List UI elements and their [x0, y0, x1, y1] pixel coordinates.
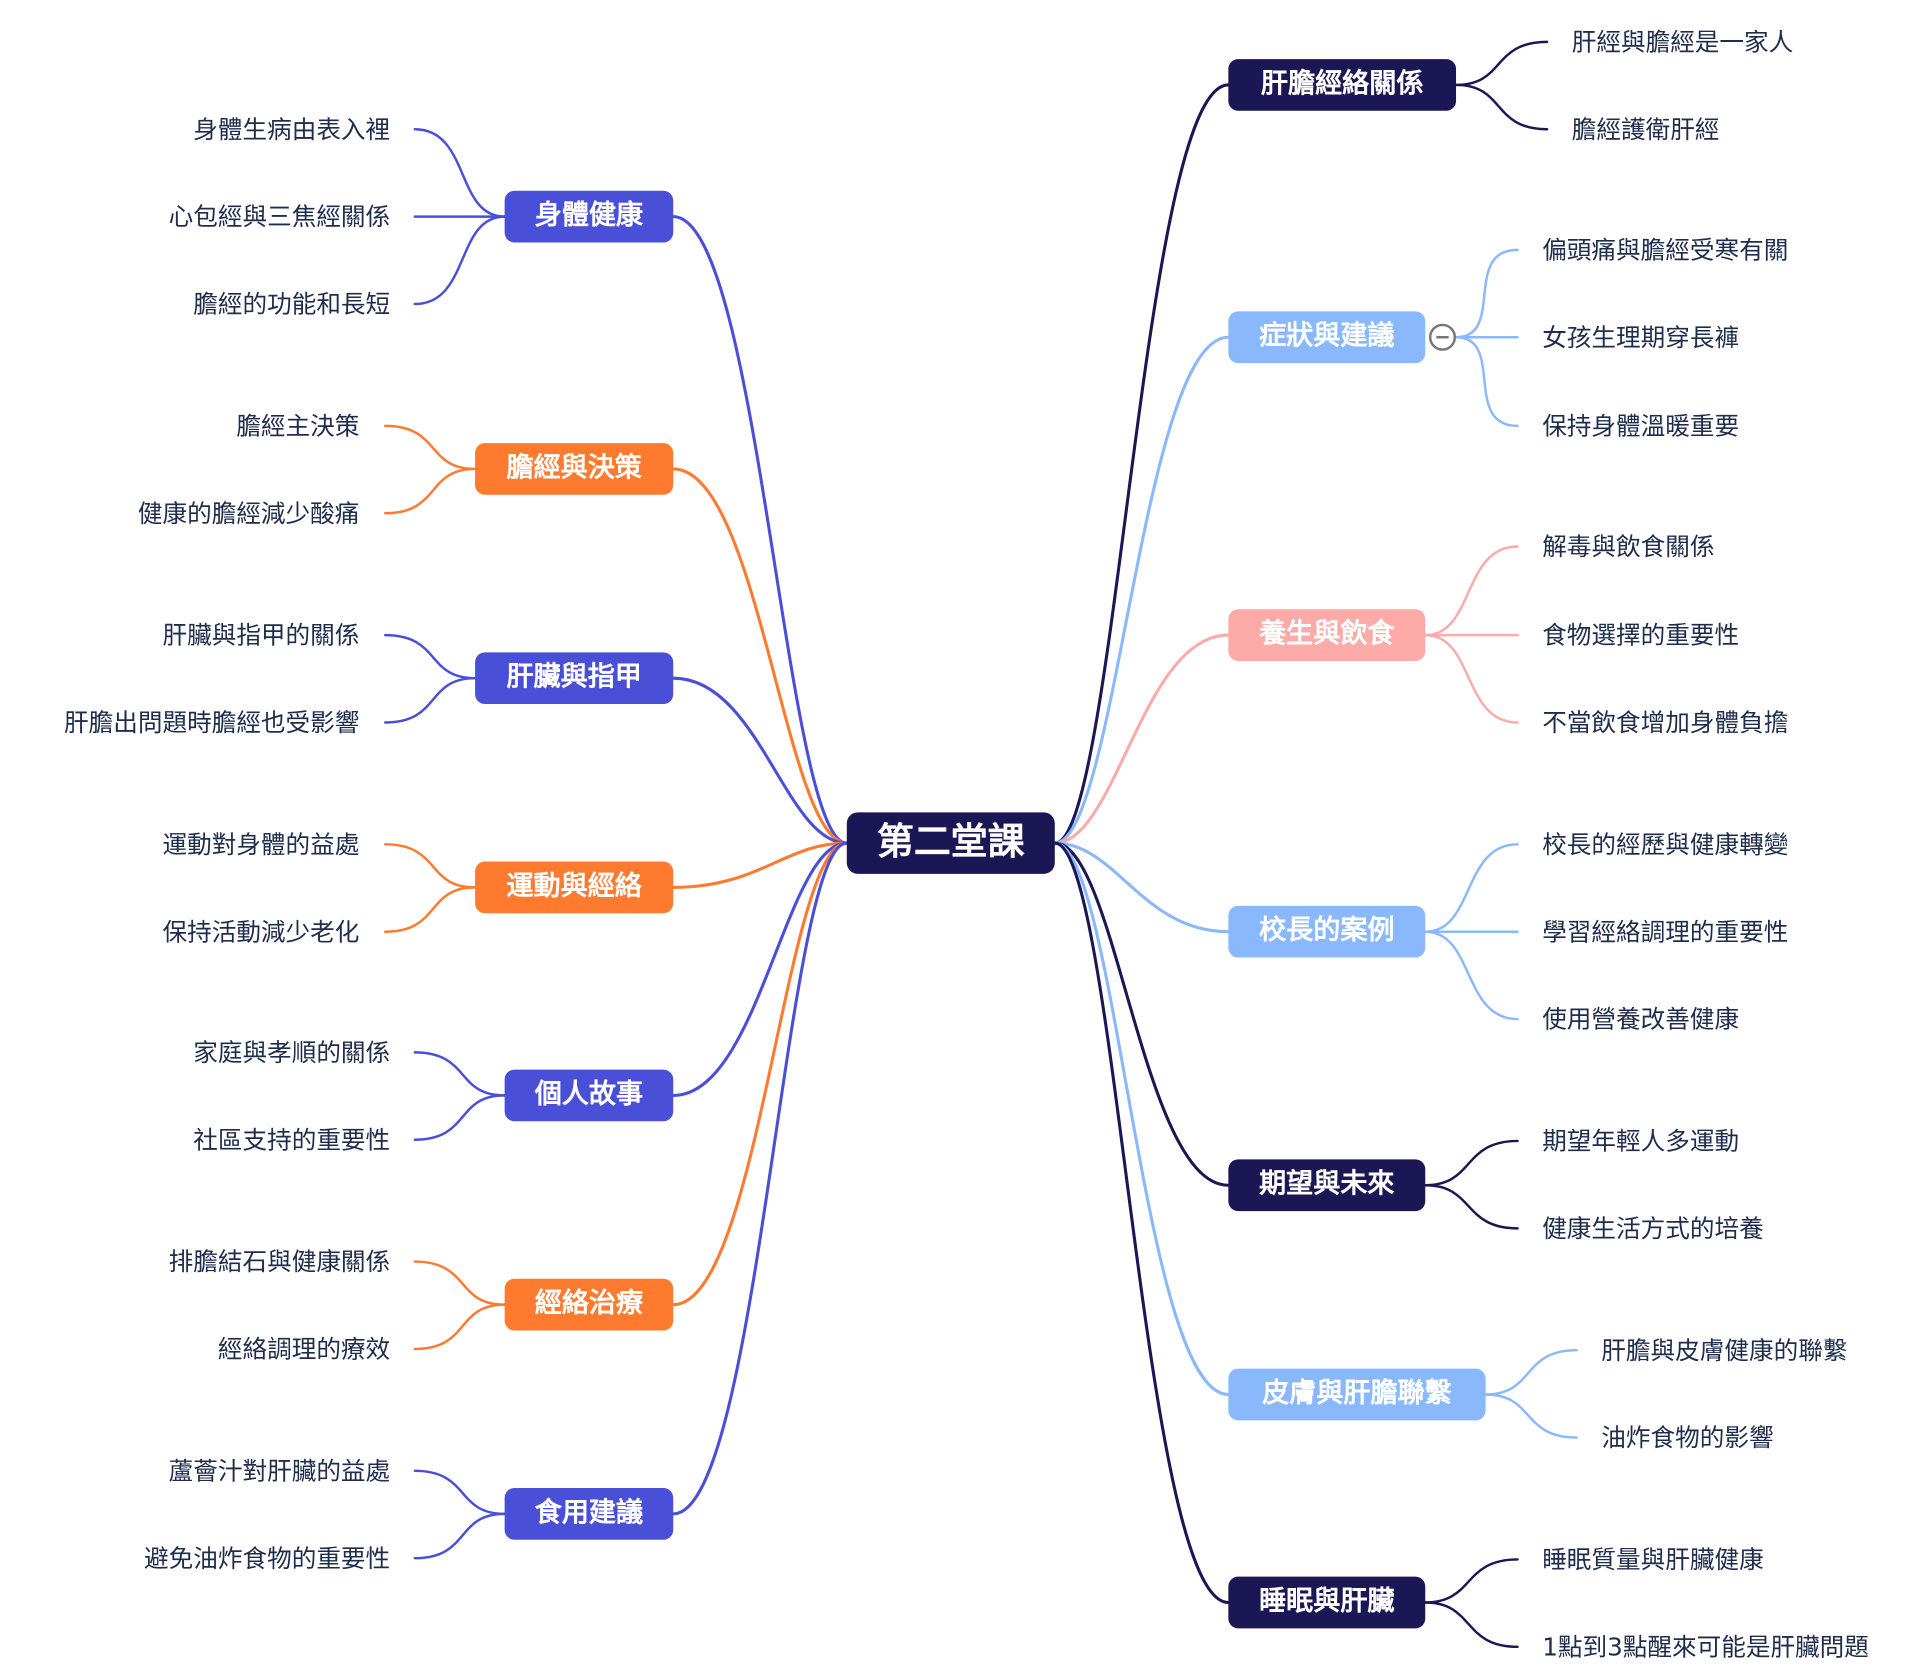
root-topic[interactable]: 第二堂課 — [846, 812, 1055, 874]
topic-node[interactable]: 肝臟與指甲 — [475, 652, 674, 705]
subtopic-label[interactable]: 肝膽出問題時膽經也受影響 — [64, 707, 360, 738]
child-connector — [413, 1051, 506, 1097]
branch-connector — [671, 841, 849, 1097]
branch-connector — [1053, 841, 1230, 934]
subtopic-label[interactable]: 家庭與孝順的關係 — [193, 1037, 391, 1068]
topic-node[interactable]: 運動與經絡 — [475, 861, 674, 914]
branch-connector — [671, 215, 849, 845]
subtopic-label[interactable]: 排膽結石與健康關係 — [168, 1246, 391, 1277]
subtopic-label[interactable]: 膽經的功能和長短 — [193, 289, 391, 319]
subtopic-label[interactable]: 油炸食物的影響 — [1601, 1422, 1774, 1453]
child-connector — [1424, 545, 1519, 637]
child-connector — [1484, 1348, 1578, 1396]
topic-node[interactable]: 身體健康 — [504, 190, 674, 243]
branch-connector — [671, 676, 849, 845]
subtopic-label[interactable]: 運動對身體的益處 — [162, 829, 360, 860]
subtopic-label[interactable]: 蘆薈汁對肝臟的益處 — [168, 1456, 391, 1486]
branch-connector — [671, 841, 849, 889]
child-connector — [1454, 83, 1549, 131]
topic-node[interactable]: 膽經與決策 — [475, 443, 674, 495]
subtopic-label[interactable]: 身體生病由表入裡 — [193, 114, 391, 145]
branch-connector — [1053, 841, 1230, 1187]
topic-node[interactable]: 食用建議 — [504, 1488, 674, 1540]
subtopic-label[interactable]: 解毒與飲食關係 — [1542, 531, 1715, 562]
child-connector — [1454, 40, 1549, 87]
subtopic-label[interactable]: 經絡調理的療效 — [217, 1334, 391, 1364]
topic-node[interactable]: 睡眠與肝臟 — [1228, 1576, 1426, 1629]
subtopic-label[interactable]: 保持活動減少老化 — [162, 916, 360, 947]
child-connector — [384, 843, 477, 889]
child-connector — [384, 467, 477, 515]
subtopic-label[interactable]: 健康生活方式的培養 — [1542, 1213, 1764, 1244]
topic-node[interactable]: 期望與未來 — [1228, 1159, 1426, 1212]
subtopic-label[interactable]: 肝經與膽經是一家人 — [1571, 27, 1794, 57]
branch-connector — [671, 841, 849, 1516]
topic-node[interactable]: 經絡治療 — [504, 1278, 674, 1331]
subtopic-label[interactable]: 校長的經歷與健康轉變 — [1542, 829, 1789, 860]
child-connector — [1424, 1139, 1519, 1187]
branch-connector — [1053, 83, 1230, 845]
child-connector — [1424, 1184, 1519, 1230]
child-connector — [413, 1303, 506, 1351]
child-connector — [1454, 248, 1519, 339]
subtopic-label[interactable]: 學習經絡調理的重要性 — [1542, 916, 1789, 947]
subtopic-label[interactable]: 健康的膽經減少酸痛 — [137, 498, 360, 529]
child-connector — [413, 215, 506, 306]
child-connector — [1424, 633, 1519, 724]
subtopic-label[interactable]: 社區支持的重要性 — [193, 1124, 391, 1155]
child-connector — [1484, 1393, 1578, 1439]
child-connector — [413, 128, 506, 218]
topic-node[interactable]: 肝膽經絡關係 — [1228, 59, 1457, 111]
child-connector — [413, 1512, 506, 1560]
topic-node[interactable]: 個人故事 — [504, 1069, 674, 1122]
subtopic-label[interactable]: 保持身體溫暖重要 — [1542, 411, 1740, 441]
topic-node[interactable]: 皮膚與肝膽聯繫 — [1228, 1368, 1486, 1421]
subtopic-label[interactable]: 不當飲食增加身體負擔 — [1542, 707, 1789, 738]
child-connector — [413, 1469, 506, 1516]
branch-connector — [671, 841, 849, 1307]
child-connector — [384, 886, 477, 933]
branch-connector — [1053, 841, 1230, 1397]
subtopic-label[interactable]: 食物選擇的重要性 — [1542, 620, 1740, 650]
child-connector — [413, 1260, 506, 1306]
branch-connector — [1053, 633, 1230, 845]
child-connector — [1424, 1558, 1519, 1604]
branch-connector — [1053, 841, 1230, 1605]
child-connector — [1454, 336, 1519, 428]
subtopic-label[interactable]: 偏頭痛與膽經受寒有關 — [1542, 235, 1789, 265]
child-connector — [1424, 1601, 1519, 1649]
child-connector — [413, 1094, 506, 1141]
child-connector — [384, 676, 477, 724]
branch-connector — [671, 467, 849, 845]
branch-connector — [1053, 335, 1230, 845]
subtopic-label[interactable]: 肝膽與皮膚健康的聯繫 — [1601, 1335, 1848, 1365]
subtopic-label[interactable]: 使用營養改善健康 — [1542, 1004, 1740, 1034]
child-connector — [384, 633, 477, 680]
subtopic-label[interactable]: 1點到3點醒來可能是肝臟問題 — [1542, 1632, 1869, 1662]
child-connector — [1424, 843, 1519, 933]
topic-node[interactable]: 症狀與建議 — [1228, 311, 1426, 364]
topic-node[interactable]: 養生與飲食 — [1228, 609, 1426, 661]
subtopic-label[interactable]: 睡眠質量與肝臟健康 — [1542, 1544, 1764, 1575]
subtopic-label[interactable]: 膽經主決策 — [236, 411, 360, 441]
subtopic-label[interactable]: 膽經護衛肝經 — [1571, 114, 1720, 145]
subtopic-label[interactable]: 避免油炸食物的重要性 — [144, 1543, 391, 1573]
collapse-icon[interactable] — [1428, 323, 1457, 351]
subtopic-label[interactable]: 女孩生理期穿長褲 — [1542, 322, 1740, 353]
subtopic-label[interactable]: 心包經與三焦經關係 — [168, 201, 391, 232]
child-connector — [1424, 930, 1519, 1021]
subtopic-label[interactable]: 期望年輕人多運動 — [1542, 1126, 1740, 1156]
topic-node[interactable]: 校長的案例 — [1228, 905, 1426, 958]
subtopic-label[interactable]: 肝臟與指甲的關係 — [162, 620, 360, 650]
child-connector — [384, 424, 477, 471]
